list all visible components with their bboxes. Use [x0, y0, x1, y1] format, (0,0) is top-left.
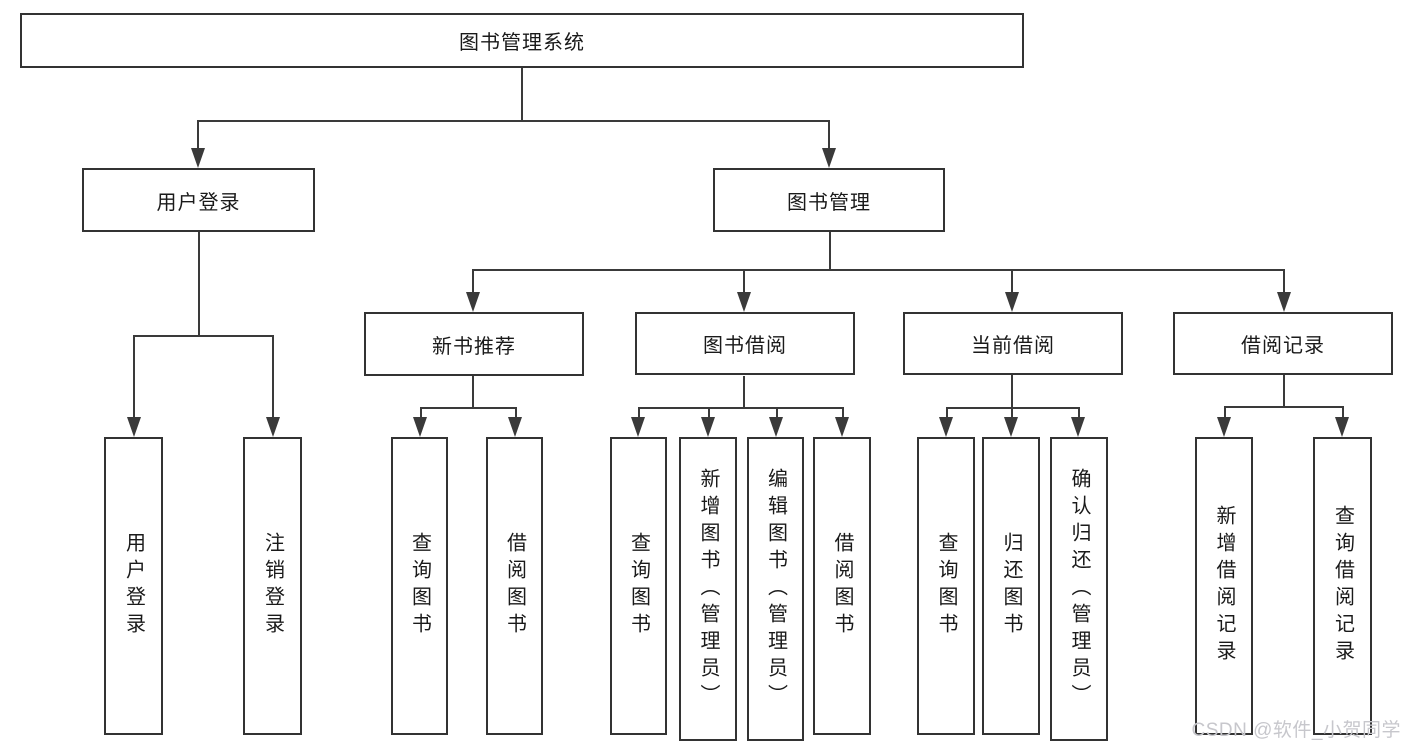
node-borrow-books-borrowing: 借阅图书 [813, 437, 871, 735]
node-library-system: 图书管理系统 [20, 13, 1024, 68]
node-confirm-return-admin: 确认归还（管理员） [1050, 437, 1108, 741]
connector-line [420, 407, 516, 409]
arrow-down-icon [1071, 417, 1085, 437]
node-query-books-recommend: 查询图书 [391, 437, 448, 735]
watermark-text: CSDN @软件_小贺同学 [1191, 720, 1401, 741]
arrow-down-icon [1005, 292, 1019, 312]
arrow-down-icon [835, 417, 849, 437]
connector-line [133, 335, 273, 337]
connector-line [1011, 375, 1013, 408]
connector-line [828, 120, 830, 152]
connector-line [420, 407, 422, 421]
connector-line [829, 232, 831, 270]
connector-line [708, 407, 710, 421]
arrow-down-icon [1277, 292, 1291, 312]
connector-line [515, 407, 517, 421]
node-borrowing-records: 借阅记录 [1173, 312, 1393, 375]
connector-line [472, 269, 1284, 271]
arrow-down-icon [1217, 417, 1231, 437]
node-add-book-admin: 新增图书（管理员） [679, 437, 737, 741]
connector-line [638, 407, 640, 421]
node-logout: 注销登录 [243, 437, 302, 735]
arrow-down-icon [701, 417, 715, 437]
connector-line [946, 407, 948, 421]
node-query-borrow-record: 查询借阅记录 [1313, 437, 1372, 735]
arrow-down-icon [1335, 417, 1349, 437]
node-user-login-leaf: 用户登录 [104, 437, 163, 735]
node-edit-book-admin: 编辑图书（管理员） [747, 437, 804, 741]
arrow-down-icon [191, 148, 205, 168]
arrow-down-icon [1004, 417, 1018, 437]
arrow-down-icon [822, 148, 836, 168]
arrow-down-icon [631, 417, 645, 437]
connector-line [1342, 406, 1344, 421]
connector-line [638, 407, 843, 409]
arrow-down-icon [413, 417, 427, 437]
connector-line [472, 376, 474, 408]
connector-line [133, 335, 135, 421]
connector-line [1283, 375, 1285, 407]
arrow-down-icon [466, 292, 480, 312]
connector-line [1224, 406, 1226, 421]
arrow-down-icon [939, 417, 953, 437]
node-user-login: 用户登录 [82, 168, 315, 232]
arrow-down-icon [769, 417, 783, 437]
node-return-books: 归还图书 [982, 437, 1040, 735]
connector-line [272, 335, 274, 421]
arrow-down-icon [127, 417, 141, 437]
arrow-down-icon [737, 292, 751, 312]
arrow-down-icon [508, 417, 522, 437]
node-book-management: 图书管理 [713, 168, 945, 232]
node-borrow-books-recommend: 借阅图书 [486, 437, 543, 735]
connector-line [1011, 407, 1013, 421]
connector-line [521, 68, 523, 120]
connector-line [743, 269, 745, 296]
connector-line [842, 407, 844, 421]
node-book-borrowing: 图书借阅 [635, 312, 855, 375]
node-new-book-recommendation: 新书推荐 [364, 312, 584, 376]
connector-line [1283, 269, 1285, 296]
arrow-down-icon [266, 417, 280, 437]
node-query-books-current: 查询图书 [917, 437, 975, 735]
node-add-borrow-record: 新增借阅记录 [1195, 437, 1253, 735]
connector-line [776, 407, 778, 421]
connector-line [1224, 406, 1343, 408]
connector-line [472, 269, 474, 296]
connector-line [1078, 407, 1080, 421]
connector-line [1011, 269, 1013, 296]
node-current-borrowing: 当前借阅 [903, 312, 1123, 375]
node-query-books-borrowing: 查询图书 [610, 437, 667, 735]
connector-line [198, 232, 200, 336]
connector-line [197, 120, 199, 152]
connector-line [197, 120, 830, 122]
connector-line [743, 376, 745, 408]
